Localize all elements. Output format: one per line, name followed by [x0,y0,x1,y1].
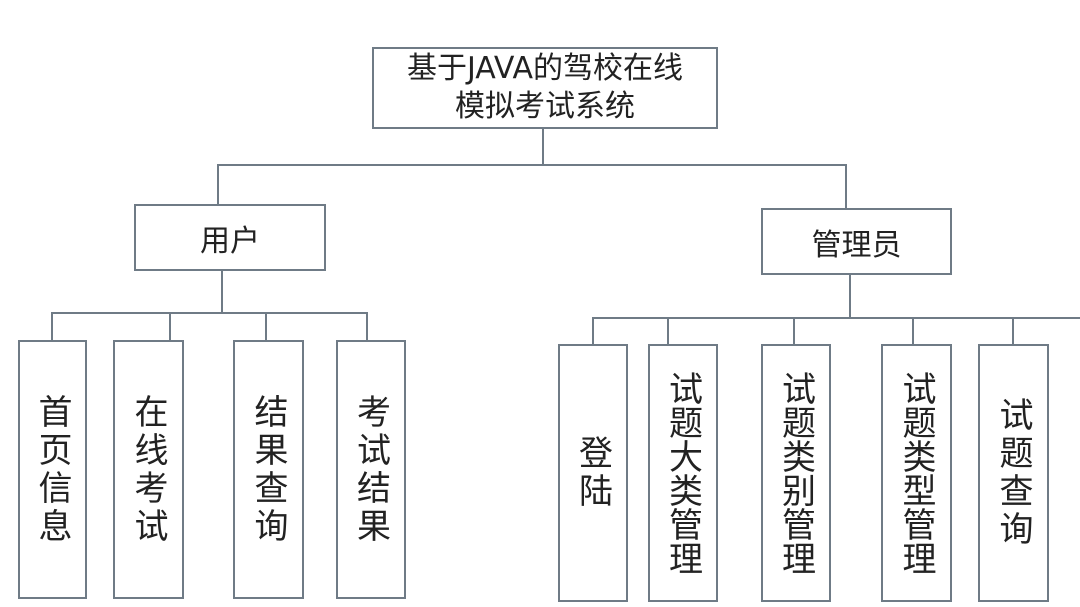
leaf-category-mgmt: 试题大类管理 [648,344,718,602]
root-node: 基于JAVA的驾校在线模拟考试系统 [372,47,718,129]
connector [221,271,223,314]
connector [169,312,171,340]
root-title-line2: 模拟考试系统 [455,89,635,124]
connector [592,317,594,344]
connector [542,129,544,166]
connector [845,164,847,208]
connector [217,164,847,166]
connector [592,317,1080,319]
connector [793,317,795,344]
connector [217,164,219,204]
leaf-type-mgmt: 试题类型管理 [881,344,952,602]
connector [667,317,669,344]
root-title-line1: 基于JAVA的驾校在线 [406,51,684,86]
connector [849,275,851,319]
admin-node: 管理员 [761,208,952,275]
connector [366,312,368,340]
connector [912,317,914,344]
connector [1012,317,1014,344]
user-node: 用户 [134,204,326,271]
leaf-result-query: 结果查询 [233,340,304,599]
leaf-online-exam: 在线考试 [113,340,184,599]
leaf-question-query: 试题查询 [978,344,1049,602]
connector [265,312,267,340]
leaf-class-mgmt: 试题类别管理 [761,344,831,602]
connector [51,312,368,314]
leaf-exam-result: 考试结果 [336,340,406,599]
leaf-home-info: 首页信息 [18,340,87,599]
leaf-login: 登陆 [558,344,628,602]
connector [51,312,53,340]
